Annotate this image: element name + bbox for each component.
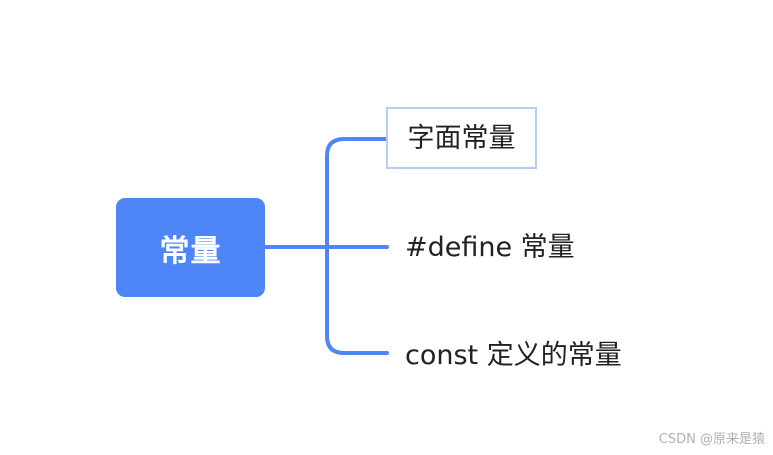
branch-connector-top xyxy=(325,137,389,249)
child-node-const-constant[interactable]: const 定义的常量 xyxy=(405,342,622,369)
root-node[interactable]: 常量 xyxy=(116,198,265,297)
child-node-literal-constant[interactable]: 字面常量 xyxy=(386,107,537,169)
branch-connector-bottom xyxy=(325,245,389,355)
child-node-label: 字面常量 xyxy=(407,122,516,154)
child-node-label: #define 常量 xyxy=(405,232,575,263)
watermark: CSDN @原来是猿 xyxy=(658,432,765,447)
child-node-define-constant[interactable]: #define 常量 xyxy=(405,234,575,261)
child-node-label: const 定义的常量 xyxy=(405,340,622,371)
